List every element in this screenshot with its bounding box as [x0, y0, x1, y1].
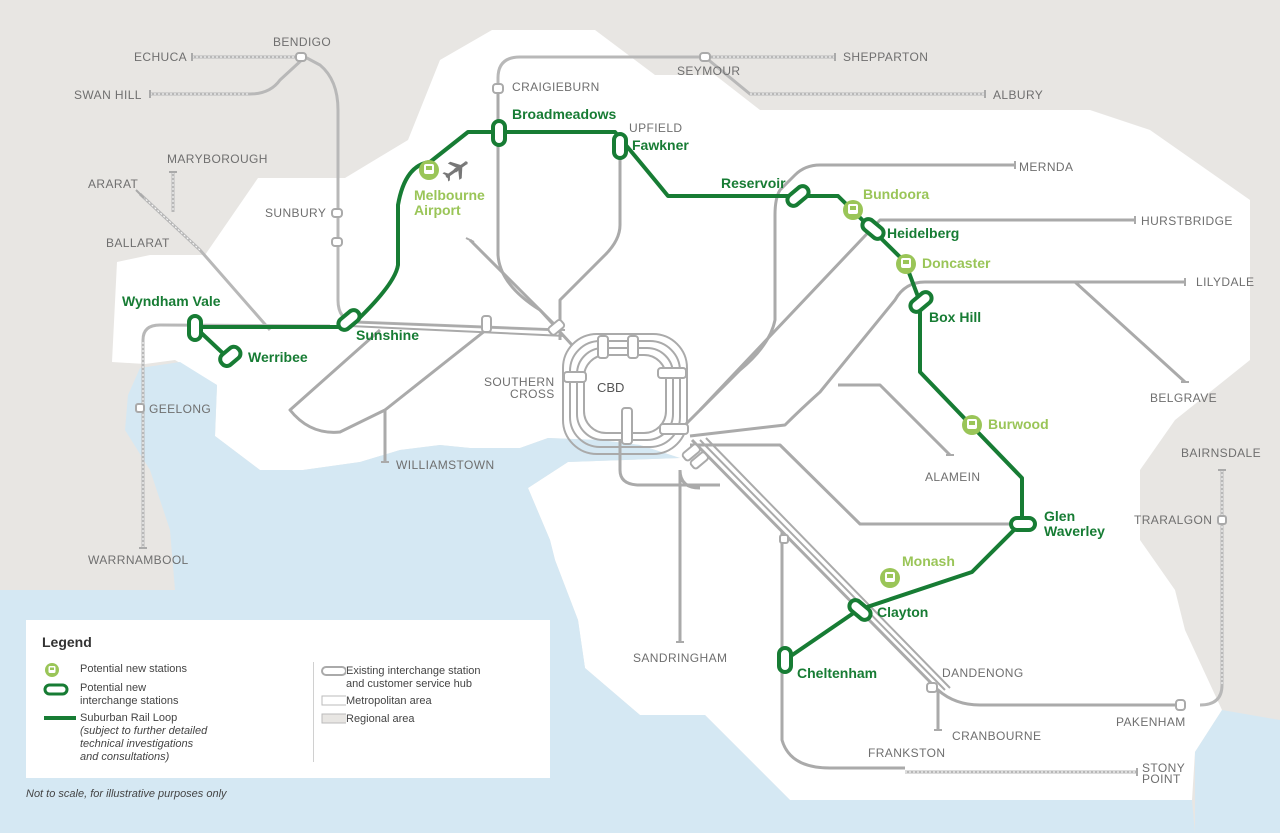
label-swan-hill: SWAN HILL — [74, 88, 142, 102]
metro-area-swatch — [308, 695, 346, 709]
label-maryborough: MARYBOROUGH — [167, 152, 268, 166]
train-icon — [843, 200, 863, 220]
label-dandenong: DANDENONG — [942, 666, 1024, 680]
label-seymour: SEYMOUR — [677, 64, 740, 78]
suburban-rail-loop — [193, 130, 1024, 662]
label-cheltenham: Cheltenham — [797, 665, 877, 681]
label-shepparton: SHEPPARTON — [843, 50, 928, 64]
label-glen-waverley-line1: Glen — [1044, 508, 1075, 524]
label-upfield: UPFIELD — [629, 121, 682, 135]
legend-divider — [313, 662, 314, 762]
label-warrnambool: WARRNAMBOOL — [88, 553, 189, 567]
train-icon — [880, 568, 900, 588]
legend-item-existing-interchange: Existing interchange station and custome… — [308, 665, 536, 691]
label-sunbury: SUNBURY — [265, 206, 326, 220]
legend-item-new-stations: Potential new stations — [42, 663, 270, 677]
label-ararat: ARARAT — [88, 177, 138, 191]
station-labels: ECHUCA BENDIGO SWAN HILL CRAIGIEBURN SEY… — [74, 35, 1261, 786]
label-melbourne-airport-line1: Melbourne — [414, 187, 485, 203]
label-southern-cross-line2: CROSS — [510, 387, 555, 401]
label-cranbourne: CRANBOURNE — [952, 729, 1041, 743]
srl-line-symbol — [42, 712, 80, 726]
legend: Legend Potential new stations Potential … — [26, 620, 550, 778]
label-pakenham: PAKENHAM — [1116, 715, 1186, 729]
label-melbourne-airport-line2: Airport — [414, 202, 461, 218]
legend-title: Legend — [42, 634, 92, 650]
label-stony-point-line2: POINT — [1142, 772, 1181, 786]
label-bairnsdale: BAIRNSDALE — [1181, 446, 1261, 460]
label-broadmeadows: Broadmeadows — [512, 106, 616, 122]
label-werribee: Werribee — [248, 349, 308, 365]
label-heidelberg: Heidelberg — [887, 225, 959, 241]
label-reservoir: Reservoir — [721, 175, 786, 191]
label-doncaster: Doncaster — [922, 255, 991, 271]
train-icon — [896, 254, 916, 274]
label-echuca: ECHUCA — [134, 50, 187, 64]
label-burwood: Burwood — [988, 416, 1049, 432]
new-station-labels: Melbourne Airport Bundoora Doncaster Bur… — [414, 186, 1049, 569]
label-traralgon: TRARALGON — [1134, 513, 1212, 527]
label-sandringham: SANDRINGHAM — [633, 651, 727, 665]
legend-item-metropolitan-area: Metropolitan area — [308, 695, 536, 709]
label-southern-cross-line1: SOUTHERN — [484, 375, 555, 389]
western-port — [1195, 710, 1280, 833]
label-craigieburn: CRAIGIEBURN — [512, 80, 600, 94]
label-hurstbridge: HURSTBRIDGE — [1141, 214, 1233, 228]
label-sunshine: Sunshine — [356, 327, 419, 343]
new-station-markers — [419, 160, 982, 588]
legend-item-new-interchanges: Potential new interchange stations — [42, 682, 270, 708]
label-ballarat: BALLARAT — [106, 236, 170, 250]
footnote: Not to scale, for illustrative purposes … — [26, 788, 227, 800]
legend-item-regional-area: Regional area — [308, 713, 536, 727]
new-interchanges — [187, 119, 1037, 674]
label-box-hill: Box Hill — [929, 309, 981, 325]
train-icon — [419, 160, 439, 180]
label-albury: ALBURY — [993, 88, 1043, 102]
train-icon — [962, 415, 982, 435]
label-bundoora: Bundoora — [863, 186, 929, 202]
existing-interchanges — [135, 52, 1227, 711]
label-frankston: FRANKSTON — [868, 746, 945, 760]
existing-interchange-symbol — [308, 665, 346, 679]
label-mernda: MERNDA — [1019, 160, 1073, 174]
metro-lines — [288, 90, 1187, 770]
label-stony-point-line1: STONY — [1142, 761, 1185, 775]
label-monash: Monash — [902, 553, 955, 569]
label-cbd: CBD — [597, 380, 624, 395]
label-bendigo: BENDIGO — [273, 35, 331, 49]
label-lilydale: LILYDALE — [1196, 275, 1254, 289]
green-interchange-symbol — [42, 682, 80, 696]
srl-labels: Broadmeadows Fawkner Reservoir Heidelber… — [122, 106, 1105, 681]
label-geelong: GEELONG — [149, 402, 211, 416]
train-icon — [42, 663, 80, 677]
airplane-icon — [442, 161, 468, 182]
label-alamein: ALAMEIN — [925, 470, 980, 484]
label-wyndham-vale: Wyndham Vale — [122, 293, 221, 309]
legend-item-srl: Suburban Rail Loop (subject to further d… — [42, 712, 270, 764]
label-fawkner: Fawkner — [632, 137, 689, 153]
label-williamstown: WILLIAMSTOWN — [396, 458, 495, 472]
label-clayton: Clayton — [877, 604, 928, 620]
label-belgrave: BELGRAVE — [1150, 391, 1217, 405]
regional-area-swatch — [308, 713, 346, 727]
label-glen-waverley-line2: Waverley — [1044, 523, 1105, 539]
